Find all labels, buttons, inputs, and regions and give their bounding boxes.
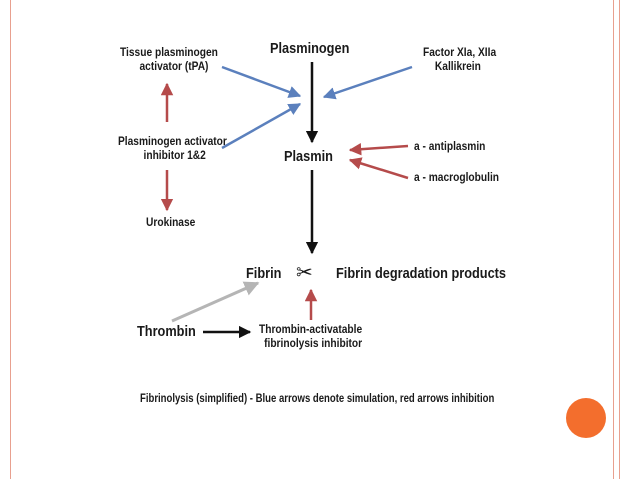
- node-factor-line1: Factor XIa, XIIa: [423, 45, 497, 59]
- node-tafi: Thrombin-activatable fibrinolysis inhibi…: [259, 322, 363, 351]
- node-tpa-line2: activator (tPA): [139, 58, 209, 73]
- node-pai: Plasminogen activator inhibitor 1&2: [118, 134, 227, 163]
- scissors-icon: ✂: [296, 260, 313, 284]
- node-tafi-line1: Thrombin-activatable: [259, 322, 363, 336]
- frame-rule-left: [10, 0, 11, 479]
- node-urokinase: Urokinase: [146, 215, 196, 229]
- node-tpa: Tissue plasminogen activator (tPA): [120, 45, 218, 74]
- node-fibrin: Fibrin: [246, 265, 282, 282]
- node-factor-line2: Kallikrein: [434, 58, 481, 73]
- node-thrombin: Thrombin: [137, 323, 196, 340]
- arrow-tpa-to-plasminogen: [221, 65, 302, 98]
- frame-rule-right-outer: [619, 0, 620, 479]
- node-plasmin: Plasmin: [284, 148, 333, 165]
- arrow-thrombin-to-fibrin: [171, 281, 260, 323]
- node-pai-line1: Plasminogen activator: [118, 134, 227, 148]
- arrow-macroglobulin-to-plasmin: [348, 157, 409, 180]
- arrow-factor-to-plasminogen: [322, 65, 413, 100]
- node-antiplasmin: a - antiplasmin: [414, 139, 486, 153]
- figure-caption: Fibrinolysis (simplified) - Blue arrows …: [140, 393, 495, 405]
- node-fibrin-degradation-products: Fibrin degradation products: [336, 265, 507, 282]
- frame-rule-right-inner: [613, 0, 614, 479]
- node-macroglobulin: a - macroglobulin: [414, 170, 500, 184]
- arrow-pai-to-plasminogen: [221, 102, 302, 150]
- node-factor: Factor XIa, XIIa Kallikrein: [423, 45, 497, 74]
- node-tafi-line2: fibrinolysis inhibitor: [264, 335, 363, 350]
- accent-dot: [566, 398, 606, 438]
- arrow-antiplasmin-to-plasmin: [348, 142, 409, 156]
- node-pai-line2: inhibitor 1&2: [143, 147, 206, 162]
- node-tpa-line1: Tissue plasminogen: [120, 45, 218, 59]
- node-plasminogen: Plasminogen: [270, 40, 350, 57]
